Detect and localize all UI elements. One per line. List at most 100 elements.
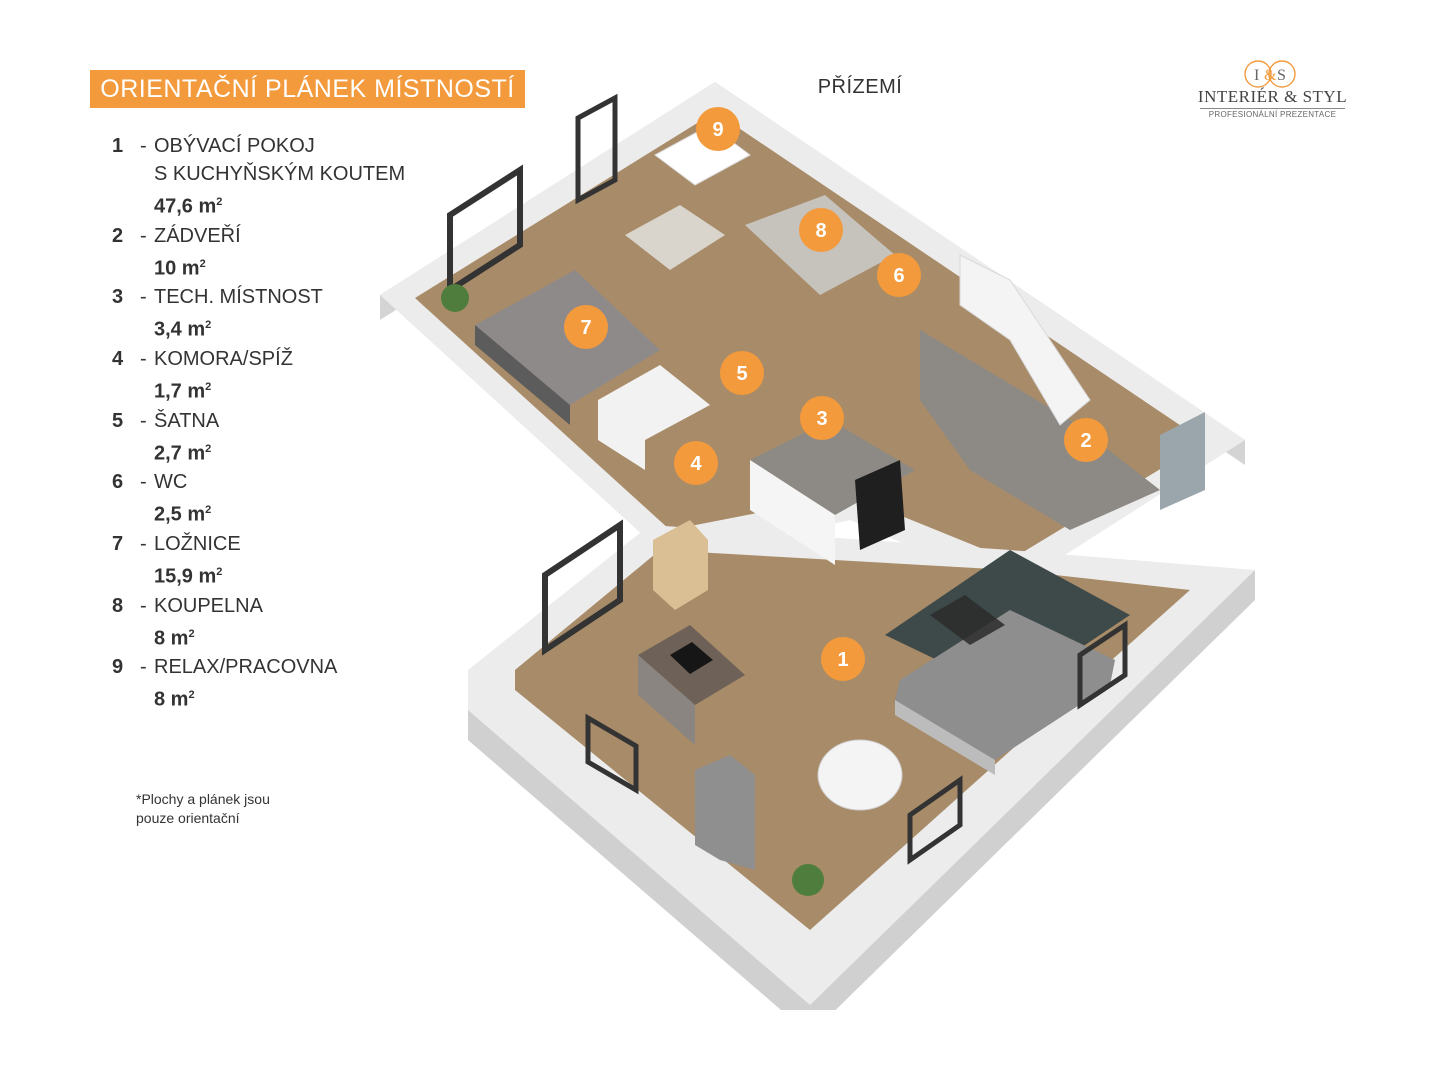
svg-text:4: 4	[690, 453, 702, 475]
room-area: 1,7 m2	[154, 380, 212, 403]
logo-name: INTERIÉR & STYL	[1197, 87, 1348, 106]
office-sofa	[625, 205, 725, 270]
room-number: 9	[112, 656, 124, 679]
room-badge-1: 1	[821, 637, 865, 681]
room-area: 47,6 m2	[154, 195, 223, 218]
window-office	[575, 93, 618, 205]
window-dining	[907, 775, 963, 865]
room-number: 2	[112, 224, 124, 247]
window-living-right	[1077, 620, 1128, 710]
room-name: WC	[154, 471, 188, 494]
kitchen-tall-cabinet	[695, 755, 755, 870]
bed-frame	[475, 325, 570, 425]
room-name: RELAX/PRACOVNA	[154, 656, 338, 679]
room-separator: -	[140, 594, 147, 617]
legend-room-1: 1-OBÝVACÍ POKOJ S KUCHYŇSKÝM KOUTEM 47,6…	[112, 132, 442, 221]
logo-divider	[1200, 108, 1345, 109]
dining-table	[817, 739, 903, 811]
room-badge-9: 9	[696, 107, 740, 151]
svg-text:3: 3	[816, 408, 827, 430]
svg-text:1: 1	[837, 649, 848, 671]
room-badge-3: 3	[800, 396, 844, 440]
room-separator: -	[140, 135, 147, 157]
window-kitchen	[585, 713, 639, 795]
plan-title-banner: ORIENTAČNÍ PLÁNEK MÍSTNOSTÍ	[90, 70, 525, 108]
room-badge-5: 5	[720, 351, 764, 395]
room-name: ŠATNA	[154, 409, 220, 432]
plant-icon	[792, 864, 824, 896]
plant-icon	[441, 284, 469, 312]
room-number: 7	[112, 532, 124, 555]
svg-text:5: 5	[736, 363, 747, 385]
corner-sofa	[895, 610, 1115, 760]
bookshelf	[653, 520, 708, 610]
svg-text:I: I	[1254, 67, 1259, 84]
svg-text:9: 9	[712, 119, 723, 141]
room-separator: -	[140, 286, 147, 309]
room-separator: -	[140, 532, 147, 555]
room-number: 8	[112, 594, 124, 617]
room-name: TECH. MÍSTNOST	[154, 286, 323, 309]
floor-plan-3d: 9 8 6 7 5 3 2 4 1	[380, 82, 1255, 1010]
kitchen-island-side	[638, 655, 695, 745]
brand-logo: I & S INTERIÉR & STYL PROFESIONÁLNÍ PREZ…	[1190, 55, 1355, 125]
footnote-line-1: *Plochy a plánek jsou	[136, 791, 270, 807]
room-area: 15,9 m2	[154, 565, 223, 588]
room-number: 4	[112, 347, 124, 370]
svg-text:&: &	[1264, 67, 1277, 84]
room-badge-2: 2	[1064, 418, 1108, 462]
room-separator: -	[140, 471, 147, 494]
legend-room-3: 3-TECH. MÍSTNOST 3,4 m2	[112, 283, 442, 344]
room-name: OBÝVACÍ POKOJ	[154, 135, 315, 157]
room-badge-7: 7	[564, 305, 608, 349]
room-area: 3,4 m2	[154, 318, 212, 341]
svg-text:2: 2	[1080, 430, 1091, 452]
sofa-base	[895, 700, 995, 775]
room-separator: -	[140, 656, 147, 679]
room-number: 1	[112, 135, 124, 157]
legend-room-9: 9-RELAX/PRACOVNA 8 m2	[112, 653, 442, 714]
cooktop	[670, 642, 713, 674]
svg-text:S: S	[1277, 67, 1286, 84]
legend-room-4: 4-KOMORA/SPÍŽ 1,7 m2	[112, 345, 442, 406]
room-badge-8: 8	[799, 208, 843, 252]
room-area: 2,5 m2	[154, 503, 212, 526]
staircase	[959, 254, 1091, 426]
room-number: 3	[112, 286, 124, 309]
room-area: 2,7 m2	[154, 442, 212, 465]
room-name: ZÁDVEŘÍ	[154, 224, 241, 247]
floor-label: PŘÍZEMÍ	[817, 76, 903, 98]
tech-room-walls	[750, 460, 835, 565]
legend-room-8: 8-KOUPELNA 8 m2	[112, 592, 442, 653]
svg-text:8: 8	[815, 220, 826, 242]
room-area: 8 m2	[154, 627, 195, 650]
coffee-table	[930, 595, 1005, 645]
logo-monogram-icon: I & S	[1244, 60, 1296, 88]
logo-subtitle: PROFESIONÁLNÍ PREZENTACE	[1208, 110, 1337, 119]
room-separator: -	[140, 347, 147, 370]
room-number: 5	[112, 409, 124, 432]
stove	[855, 460, 905, 550]
legend-room-2: 2-ZÁDVEŘÍ 10 m2	[112, 222, 442, 283]
room-separator: -	[140, 224, 147, 247]
room-badge-4: 4	[674, 441, 718, 485]
room-name: KOUPELNA	[154, 594, 263, 617]
wall-front-face	[468, 570, 1255, 1010]
entrance-tile-floor	[920, 330, 1160, 530]
room-area: 10 m2	[154, 257, 206, 280]
window-bedroom	[447, 164, 523, 296]
wardrobe	[598, 365, 710, 470]
svg-text:7: 7	[580, 317, 591, 339]
room-number: 6	[112, 471, 124, 494]
legend-room-5: 5-ŠATNA 2,7 m2	[112, 407, 442, 468]
room-name: KOMORA/SPÍŽ	[154, 347, 293, 370]
footnote-line-2: pouze orientační	[136, 810, 240, 826]
room-legend: 1-OBÝVACÍ POKOJ S KUCHYŇSKÝM KOUTEM 47,6…	[112, 132, 442, 715]
legend-room-7: 7-LOŽNICE 15,9 m2	[112, 530, 442, 591]
svg-text:6: 6	[893, 265, 904, 287]
room-separator: -	[140, 409, 147, 432]
entrance-door	[1160, 412, 1205, 510]
room-badge-6: 6	[877, 253, 921, 297]
legend-room-6: 6-WC 2,5 m2	[112, 468, 442, 529]
room-name: LOŽNICE	[154, 532, 241, 555]
